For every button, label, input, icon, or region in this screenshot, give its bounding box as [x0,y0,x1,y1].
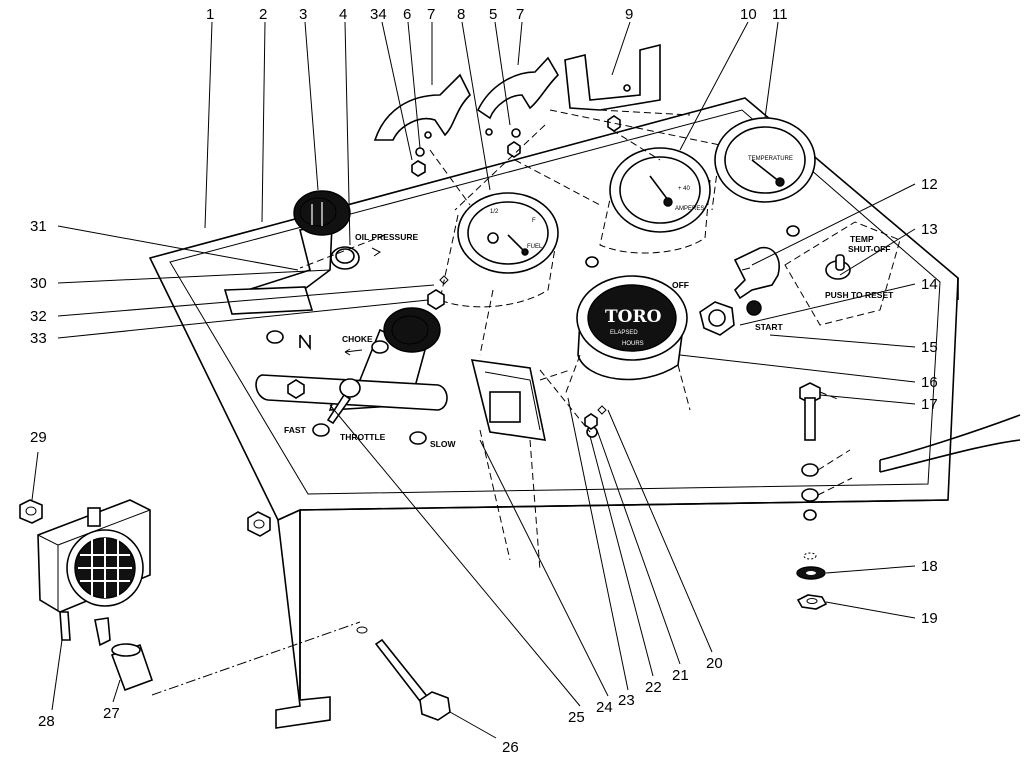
throttle-bolt [326,378,361,425]
oil-pressure-light: OIL PRESSURE [330,232,418,270]
fuel-half-label: 1/2 [490,209,499,215]
ammeter-value-label: + 40 [678,186,691,192]
callout-17: 17 [921,396,938,413]
mounting-bracket-top [564,43,661,111]
push-to-reset-label: PUSH TO RESET [825,290,894,300]
choke-label: CHOKE [342,334,373,344]
temp-shutoff-switch: TEMP SHUT-OFF PUSH TO RESET [784,221,901,326]
temperature-gauge: TEMPERATURE [711,117,816,211]
callout-22: 22 [645,679,662,696]
hex-nut-19 [796,594,828,610]
callout-28: 28 [38,713,55,730]
callout-10: 10 [740,6,757,23]
hour-meter-sub: ELAPSED [610,330,638,336]
ammeter-word-label: AMPERES [675,206,704,212]
slow-label: SLOW [430,439,456,449]
alarm-buzzer [37,499,151,647]
temperature-word-label: TEMPERATURE [748,156,793,162]
callout-2: 2 [259,6,267,23]
hour-meter: TORO ELAPSED HOURS [564,275,691,411]
callout-3: 3 [299,6,307,23]
callout-8: 8 [457,6,465,23]
fuel-word-label: FUEL [527,244,543,250]
callout-20: 20 [706,655,723,672]
temp-label: TEMP [850,234,874,244]
terminal-rings [801,449,853,521]
connector-block [470,359,571,441]
shut-off-label: SHUT-OFF [848,244,891,254]
callout-25: 25 [568,709,585,726]
panel-nut [247,511,271,537]
gauge-bracket-left [373,73,471,141]
small-fasteners [584,405,607,438]
choke-arrow [344,348,363,356]
nut-32-33 [427,275,449,310]
callout-31: 31 [30,218,47,235]
choke-symbol [299,334,311,351]
start-label: START [755,322,784,332]
buzzer-nut-29 [19,499,43,524]
gauge-bracket-middle [476,56,560,120]
oil-pressure-label: OIL PRESSURE [355,232,418,242]
choke-slot [223,286,314,315]
callout-7b: 7 [516,6,524,23]
callout-18: 18 [921,558,938,575]
lock-washer [796,552,826,580]
callout-27: 27 [103,705,120,722]
nut-bracket-top [607,115,621,132]
callout-21: 21 [672,667,689,684]
callout-30: 30 [30,275,47,292]
assembly-lines [299,109,721,571]
nut-bracket-middle [485,128,521,158]
callout-19: 19 [921,610,938,627]
callout-4: 4 [339,6,347,23]
callout-7a: 7 [427,6,435,23]
callout-34: 34 [370,6,387,23]
dash-panel [148,97,959,729]
wire-harness [879,414,1021,473]
fast-label: FAST [284,425,307,435]
buzzer-centerline [151,621,361,696]
ignition-key [733,246,780,300]
callout-24: 24 [596,699,613,716]
hour-meter-unit: HOURS [622,341,644,347]
callout-14: 14 [921,276,938,293]
callout-9: 9 [625,6,633,23]
throttle-label: THROTTLE [340,432,386,442]
callout-32: 32 [30,308,47,325]
callout-16: 16 [921,374,938,391]
callout-23: 23 [618,692,635,709]
callout-26: 26 [502,739,519,756]
ammeter-gauge: + 40 AMPERES [599,147,711,254]
callout-29: 29 [30,429,47,446]
callout-5: 5 [489,6,497,23]
ignition-switch: OFF START [672,280,784,336]
callout-6: 6 [403,6,411,23]
hour-meter-brand: TORO [605,307,662,327]
callout-13: 13 [921,221,938,238]
callout-33: 33 [30,330,47,347]
fuel-full-label: F [532,218,536,224]
callout-12: 12 [921,176,938,193]
callout-numbers: 1 2 3 4 34 6 7 8 5 7 9 10 11 12 13 14 15… [30,6,938,756]
leader-lines [31,21,916,739]
nut-bracket-left [411,131,432,177]
off-label: OFF [672,280,689,290]
spacer-27 [110,643,154,692]
fuel-gauge: 1/2 F FUEL [439,192,559,308]
bolt-26 [356,626,451,721]
callout-11: 11 [772,6,788,23]
callout-15: 15 [921,339,938,356]
callout-1: 1 [206,6,214,23]
bolt-17 [799,382,841,441]
